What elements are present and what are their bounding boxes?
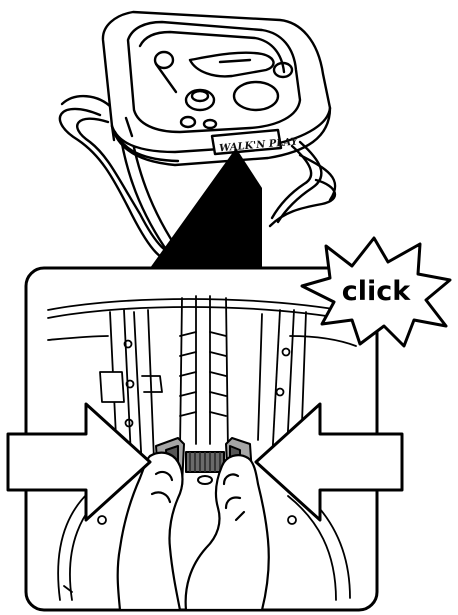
click-label: click: [342, 276, 412, 307]
callout-pointer: [150, 148, 262, 268]
